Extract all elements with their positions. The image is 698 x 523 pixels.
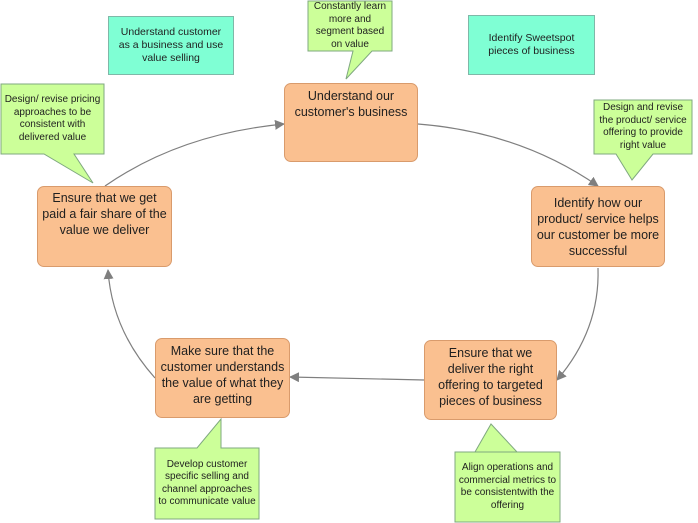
callout-bubble-learn-segment	[307, 0, 393, 80]
arrow-offering-to-customer	[289, 372, 425, 383]
callout-bubble-design-offering	[593, 99, 693, 181]
callout-align-metrics: Align operations and commercial metrics …	[458, 462, 557, 511]
callout-bubble-develop-selling	[154, 417, 260, 520]
process-deliver-offering: Ensure that we deliver the right offerin…	[424, 340, 557, 420]
process-fair-share: Ensure that we get paid a fair share of …	[37, 186, 172, 267]
callout-bubble-align-metrics	[454, 423, 561, 523]
note-understand-customer: Understand customer as a business and us…	[108, 16, 234, 75]
arrow-business-to-product	[417, 123, 599, 187]
process-understand-business: Understand our customer's business	[284, 83, 418, 162]
arrow-customer-to-fairshare	[103, 269, 156, 379]
callout-design-offering: Design and revise the product/ service o…	[599, 102, 687, 151]
note-sweetspot: Identify Sweetspot pieces of business	[468, 15, 595, 75]
callout-design-pricing: Design/ revise pricing approaches to be …	[4, 94, 101, 143]
callout-learn-segment: Constantly learn more and segment based …	[313, 1, 387, 50]
process-customer-understands: Make sure that the customer understands …	[155, 338, 290, 418]
process-identify-product: Identify how our product/ service helps …	[531, 186, 665, 267]
callout-bubble-design-pricing	[0, 83, 105, 184]
arrow-fairshare-to-business	[104, 119, 285, 187]
arrow-product-to-offering	[556, 267, 599, 381]
callout-develop-selling: Develop customer specific selling and ch…	[158, 458, 256, 508]
